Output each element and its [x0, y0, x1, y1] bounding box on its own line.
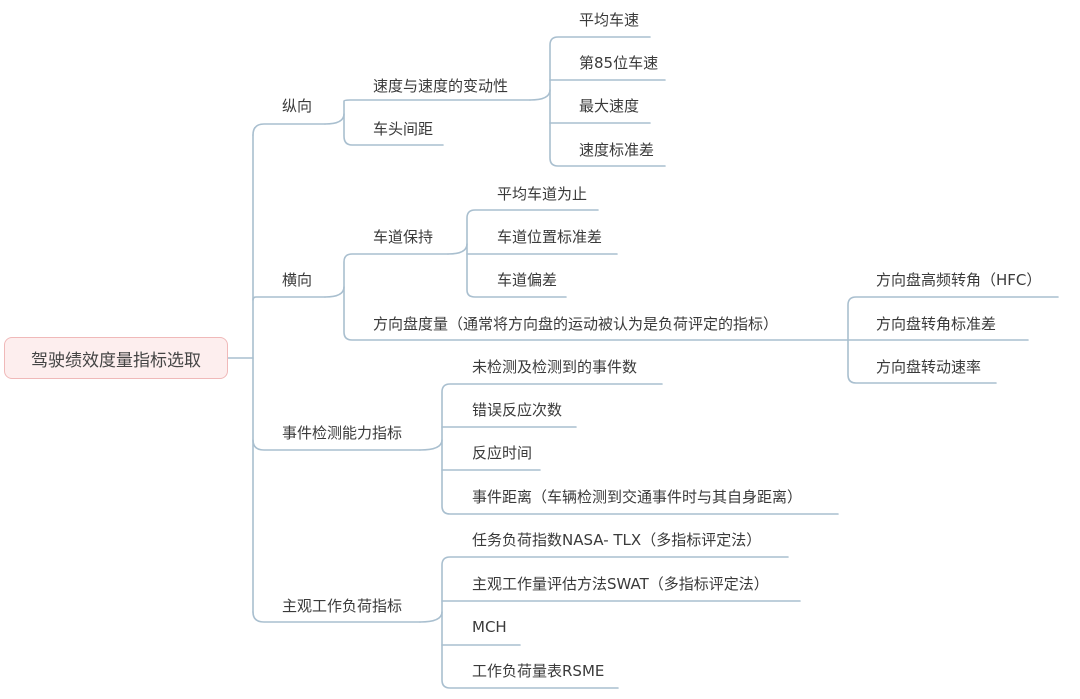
leaf-node[interactable]: 平均车道为止: [497, 185, 588, 203]
connector: [343, 286, 849, 341]
leaf-node[interactable]: 方向盘高频转角（HFC）: [876, 271, 1042, 289]
connector: [324, 99, 531, 125]
leaf-node[interactable]: 任务负荷指数NASA- TLX（多指标评定法）: [472, 531, 762, 549]
connector: [252, 296, 326, 301]
connector: [529, 36, 651, 101]
leaf-node[interactable]: 方向盘转动速率: [876, 358, 982, 376]
leaf-node[interactable]: 速度标准差: [579, 141, 655, 159]
connector: [252, 611, 421, 623]
subtopic-steering-wheel[interactable]: 方向盘度量（通常将方向盘的运动被认为是负荷评定的指标）: [373, 315, 779, 333]
branch-node-lateral[interactable]: 横向: [282, 271, 313, 289]
subtopic-lane-keeping[interactable]: 车道保持: [373, 228, 434, 246]
leaf-node[interactable]: 车道位置标准差: [497, 228, 603, 246]
root-label: 驾驶绩效度量指标选取: [31, 350, 201, 371]
leaf-node[interactable]: 方向盘转角标准差: [876, 315, 997, 333]
leaf-node[interactable]: 事件距离（车辆检测到交通事件时与其自身距离）: [472, 488, 803, 506]
leaf-node[interactable]: 车道偏差: [497, 271, 558, 289]
subtopic-speed-variability[interactable]: 速度与速度的变动性: [373, 77, 509, 95]
leaf-node[interactable]: 最大速度: [579, 97, 640, 115]
connector: [549, 89, 666, 167]
connector: [324, 253, 449, 298]
leaf-node[interactable]: MCH: [472, 618, 507, 636]
connector: [343, 113, 444, 146]
connector: [447, 209, 599, 255]
leaf-node[interactable]: 平均车速: [579, 11, 640, 29]
leaf-node[interactable]: 主观工作量评估方法SWAT（多指标评定法）: [472, 575, 769, 593]
branch-node-subjective-workload[interactable]: 主观工作负荷指标: [282, 597, 403, 615]
branch-node-event-detection[interactable]: 事件检测能力指标: [282, 424, 403, 442]
connector: [441, 439, 839, 515]
connector: [441, 611, 619, 689]
branch-node-longitudinal[interactable]: 纵向: [282, 97, 313, 115]
connector: [252, 439, 421, 451]
leaf-node[interactable]: 工作负荷量表RSME: [472, 662, 605, 680]
leaf-node[interactable]: 反应时间: [472, 444, 533, 462]
subtopic-headway[interactable]: 车头间距: [373, 120, 434, 138]
root-node[interactable]: 驾驶绩效度量指标选取: [4, 337, 228, 379]
connector: [252, 123, 326, 136]
connector: [847, 339, 997, 384]
leaf-node[interactable]: 未检测及检测到的事件数: [472, 358, 638, 376]
connector: [466, 243, 567, 298]
connector: [419, 383, 663, 451]
connector: [847, 296, 1059, 341]
leaf-node[interactable]: 第85位车速: [579, 54, 659, 72]
leaf-node[interactable]: 错误反应次数: [472, 401, 563, 419]
connector: [419, 556, 789, 623]
